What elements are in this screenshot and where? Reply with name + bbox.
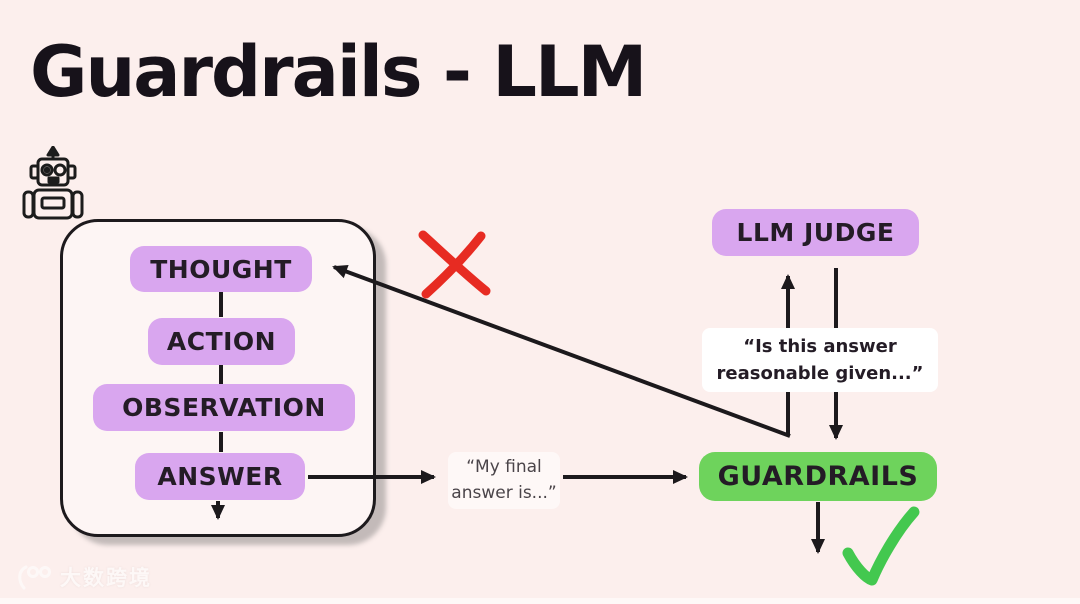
judge-question-label: “Is this answer reasonable given...” <box>702 328 938 392</box>
observation-node: OBSERVATION <box>93 384 355 431</box>
judge-question-line1: “Is this answer <box>743 336 897 357</box>
watermark-logo-icon <box>18 565 51 590</box>
watermark-text: 大数跨境 <box>60 566 152 590</box>
robot-icon <box>22 146 84 220</box>
watermark: 大数跨境 <box>14 562 152 592</box>
thought-label: THOUGHT <box>150 254 292 284</box>
page-title: Guardrails - LLM <box>30 31 647 113</box>
action-node: ACTION <box>148 318 295 365</box>
judge-question-line2: reasonable given...” <box>716 363 924 384</box>
answer-label: ANSWER <box>157 462 283 491</box>
observation-label: OBSERVATION <box>122 393 326 422</box>
red-cross-icon <box>418 230 491 299</box>
guardrails-label: GUARDRAILS <box>717 461 919 492</box>
final-answer-line2: answer is...” <box>451 482 557 503</box>
llm-judge-node: LLM JUDGE <box>712 209 919 256</box>
action-label: ACTION <box>166 327 277 356</box>
bottom-strip <box>0 598 1080 604</box>
llm-judge-label: LLM JUDGE <box>736 218 895 247</box>
answer-node: ANSWER <box>135 453 305 500</box>
thought-node: THOUGHT <box>130 246 312 292</box>
guardrails-node: GUARDRAILS <box>699 452 937 501</box>
green-check-icon <box>842 506 920 586</box>
final-answer-line1: “My final <box>466 457 542 477</box>
final-answer-note: “My final answer is...” <box>448 452 560 509</box>
